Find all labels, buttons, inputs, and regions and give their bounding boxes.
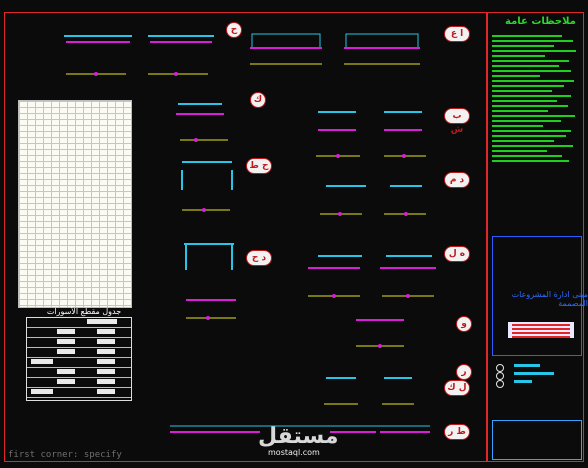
section-bubble[interactable]: ه ل	[444, 246, 470, 262]
legend-circle	[496, 372, 504, 380]
project-info-strip	[508, 322, 574, 338]
section-bubble[interactable]: ك	[250, 92, 266, 108]
section-schedule-table	[26, 317, 132, 401]
drawing-frame	[4, 12, 487, 462]
legend-circle	[496, 380, 504, 388]
section-bubble[interactable]: د ح	[246, 250, 272, 266]
section-bubble[interactable]: ا ع	[444, 26, 470, 42]
title-block-frame	[487, 12, 584, 462]
notes-text-block	[492, 32, 580, 165]
section-bubble[interactable]: ح	[226, 22, 242, 38]
section-bubble[interactable]: د م	[444, 172, 470, 188]
watermark-logo: مستقل	[258, 424, 339, 449]
notes-title: ملاحظات عامة	[505, 16, 576, 27]
section-bubble[interactable]: ح ط	[246, 158, 272, 174]
section-bubble[interactable]: ب ش	[444, 108, 470, 135]
section-bubble[interactable]: ر	[456, 364, 472, 380]
command-line[interactable]: first corner: specify	[8, 450, 122, 460]
watermark-url: mostaql.com	[268, 448, 320, 457]
project-title: مبنى ادارة المشروعات المصممة	[511, 290, 588, 308]
schedule-title: جدول مقطع الأسورات	[46, 307, 122, 316]
section-bubble[interactable]: و	[456, 316, 472, 332]
section-bubble[interactable]: ط ر	[444, 424, 470, 440]
legend-circle	[496, 364, 504, 372]
section-bubble[interactable]: ل ك	[444, 380, 470, 396]
sheet-info-box	[492, 420, 582, 460]
rebar-schedule-table	[18, 100, 132, 308]
title-block	[492, 236, 582, 356]
